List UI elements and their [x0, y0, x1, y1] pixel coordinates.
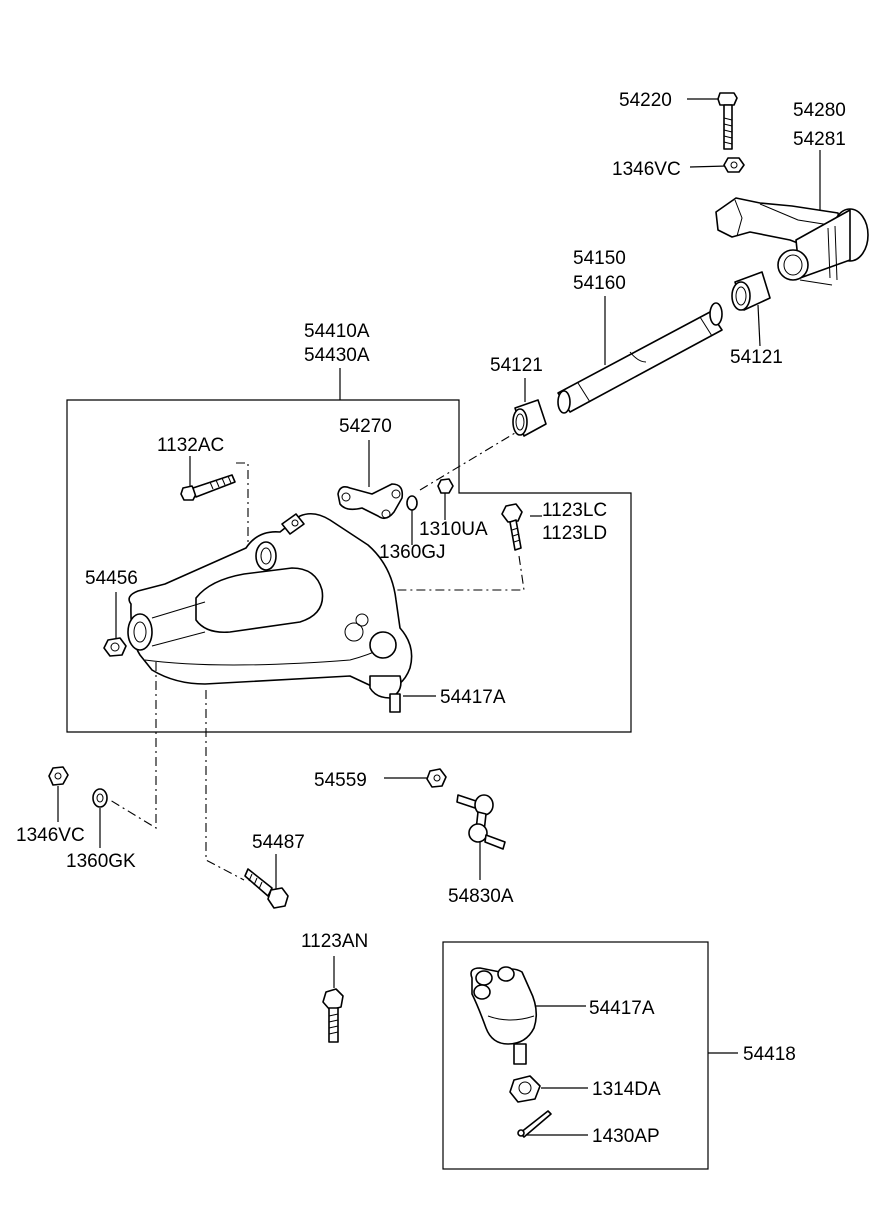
pivot-shaft-54150 [557, 296, 723, 414]
label-54430a: 54430A [304, 345, 370, 366]
label-54270: 54270 [339, 416, 392, 437]
label-54121-right: 54121 [730, 347, 783, 368]
bolt-1123lc-dash-guide [370, 555, 525, 591]
upper-arm-assembly-box [66, 399, 632, 733]
bracket-54270 [337, 440, 404, 520]
nut-1346vc-bottom [48, 766, 69, 822]
bolt-1123an [322, 956, 344, 1043]
label-54487: 54487 [252, 832, 305, 853]
label-54121-left: 54121 [490, 355, 543, 376]
label-1346vc-bottom: 1346VC [16, 825, 85, 846]
ball-joint-kit-box [442, 941, 709, 1170]
label-1310ua: 1310UA [419, 519, 488, 540]
crossmember-bracket-54280 [715, 150, 869, 286]
label-54410a: 54410A [304, 321, 370, 342]
arm-bolt-dash-guide [205, 690, 245, 881]
nut-1314da [509, 1075, 541, 1103]
label-54417a-top: 54417A [440, 687, 506, 708]
nut-1346vc-top [689, 157, 745, 173]
bushing-54121-right [731, 271, 771, 347]
bushing-54121-left [512, 378, 547, 437]
nut-1310ua [437, 478, 454, 520]
ball-joint-54417a [470, 966, 538, 1065]
label-54281: 54281 [793, 129, 846, 150]
bolt-1123lc [501, 503, 542, 551]
cotter-pin-1430ap [517, 1110, 552, 1138]
label-54456: 54456 [85, 568, 138, 589]
bolt-1132ac-dash-guide [236, 462, 249, 548]
label-1132ac: 1132AC [157, 435, 224, 456]
label-1430ap: 1430AP [592, 1126, 660, 1147]
upper-control-arm [127, 512, 413, 713]
label-1360gj: 1360GJ [379, 542, 446, 563]
stabilizer-link-54830a [456, 794, 506, 880]
label-1314da: 1314DA [592, 1079, 661, 1100]
axis-dash-line [419, 432, 516, 491]
label-1123lc: 1123LC [542, 500, 607, 521]
label-54160: 54160 [573, 273, 626, 294]
bolt-54220 [687, 92, 738, 150]
washer-1360gk [92, 788, 108, 848]
label-54417a-bottom: 54417A [589, 998, 655, 1019]
label-54418: 54418 [743, 1044, 796, 1065]
label-54280: 54280 [793, 100, 846, 121]
label-1346vc-top: 1346VC [612, 159, 681, 180]
label-54559: 54559 [314, 770, 367, 791]
nut-54456 [103, 592, 127, 657]
arm-front-dash-guide [109, 662, 157, 829]
label-1123an: 1123AN [301, 931, 368, 952]
nut-54559 [426, 768, 447, 788]
label-1123ld: 1123LD [542, 523, 607, 544]
label-1360gk: 1360GK [66, 851, 136, 872]
label-54830a: 54830A [448, 886, 514, 907]
washer-1360gj [406, 495, 418, 545]
bolt-1132ac [180, 456, 236, 501]
label-54220: 54220 [619, 90, 672, 111]
bolt-54487 [244, 854, 289, 909]
label-54150: 54150 [573, 248, 626, 269]
